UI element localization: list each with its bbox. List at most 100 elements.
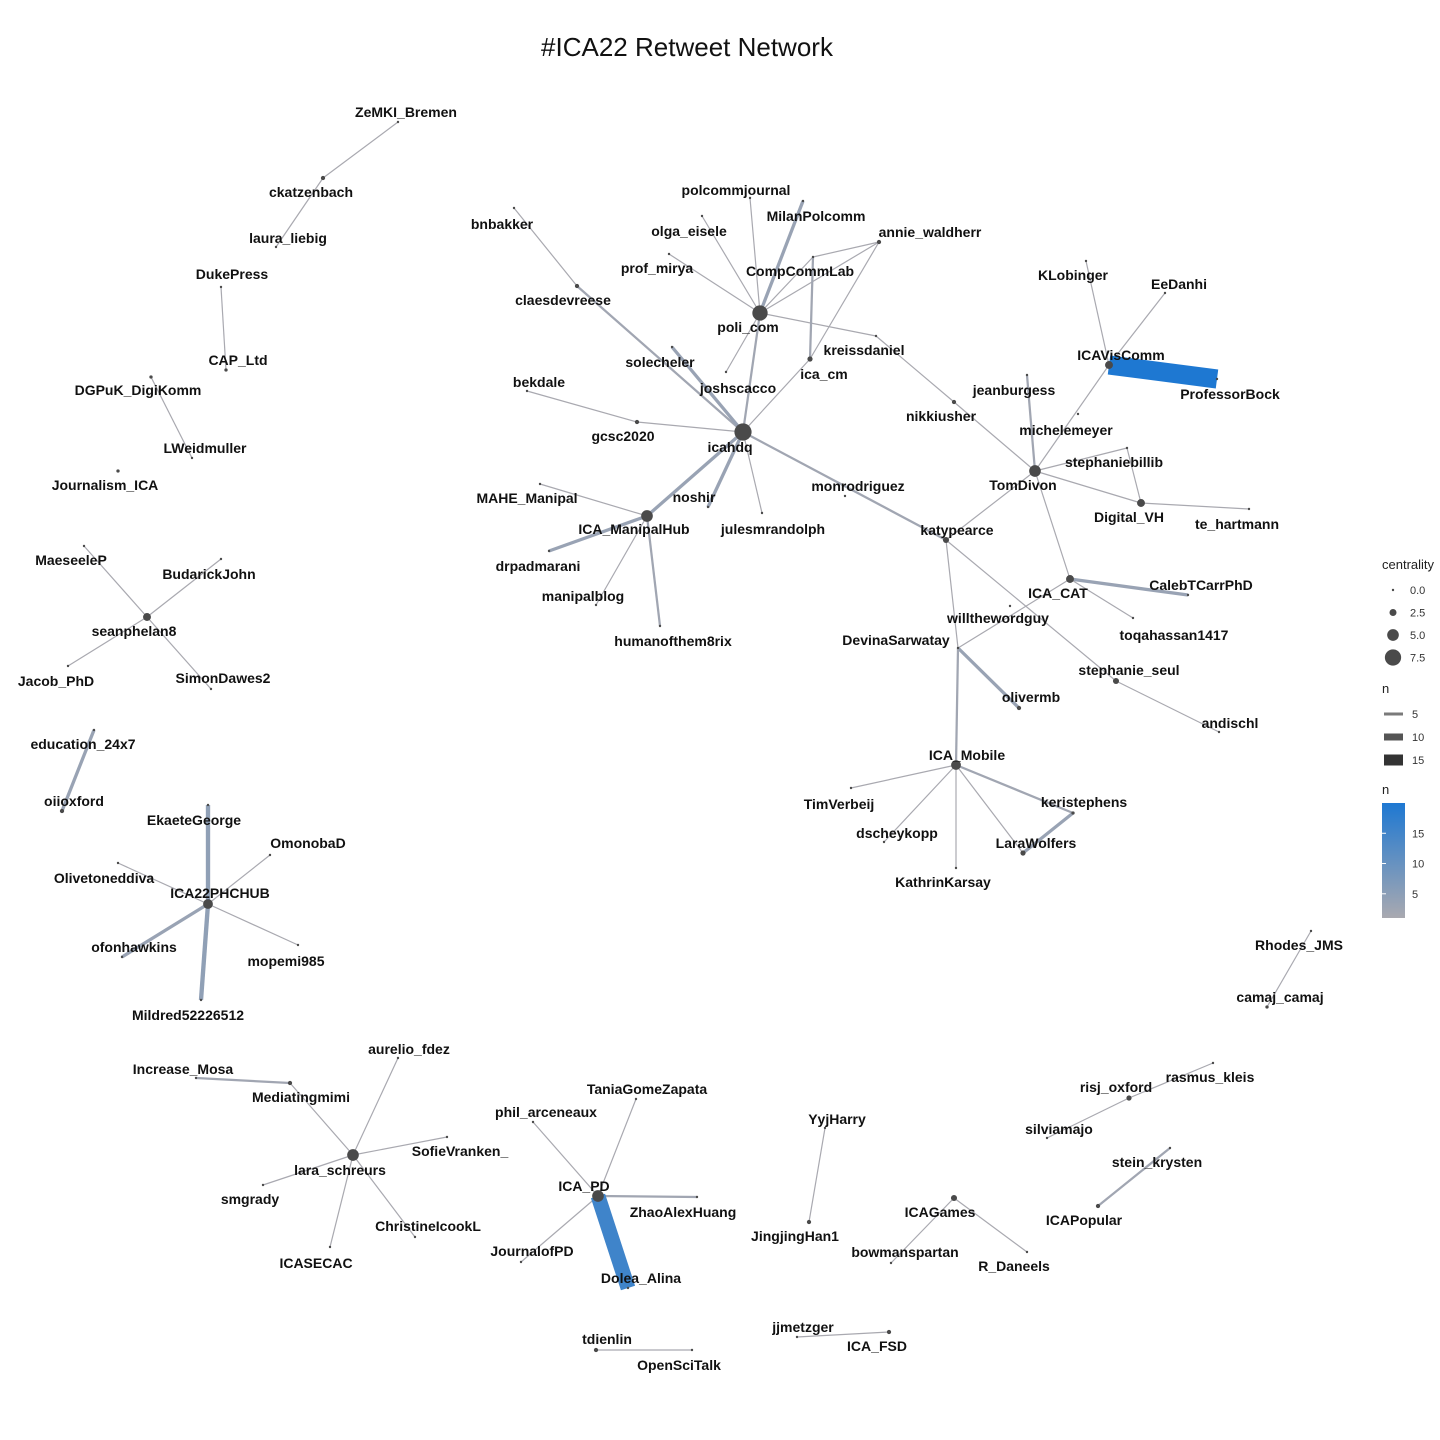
node-icahdq bbox=[734, 423, 752, 441]
node-humanofthem8rix bbox=[658, 624, 662, 628]
edge-ICA_ManipalHub-MAHE_Manipal bbox=[539, 483, 648, 517]
edge-ICA_PD-phil_arceneaux bbox=[532, 1121, 599, 1197]
node-label-ChristineIcookL: ChristineIcookL bbox=[375, 1218, 481, 1234]
node-DGPuK_DigiKomm bbox=[149, 375, 153, 379]
node-Mildred52226512 bbox=[199, 998, 203, 1002]
edge-ICA_PD-ZhaoAlexHuang bbox=[597, 1194, 698, 1199]
node-te_hartmann bbox=[1247, 507, 1251, 511]
node-TaniaGomeZapata bbox=[634, 1097, 638, 1101]
edge-icahdq-noshir bbox=[706, 431, 745, 508]
node-SimonDawes2 bbox=[209, 687, 213, 691]
node-label-tdienlin: tdienlin bbox=[582, 1331, 632, 1347]
node-prof_mirya bbox=[667, 252, 671, 256]
node-joshscacco bbox=[724, 370, 728, 374]
node-label-MaeseeleP: MaeseeleP bbox=[35, 552, 107, 568]
node-jjmetzger bbox=[795, 1335, 799, 1339]
edge-TomDivon-jeanburgess bbox=[1025, 374, 1037, 472]
node-label-kreissdaniel: kreissdaniel bbox=[824, 342, 905, 358]
edge-ICA22PHCHUB-OmonobaD bbox=[207, 854, 271, 905]
legend-n-color-label: 5 bbox=[1412, 889, 1418, 901]
node-MAHE_Manipal bbox=[538, 482, 542, 486]
node-label-Olivetoneddiva: Olivetoneddiva bbox=[54, 870, 155, 886]
edge-katypearce-DevinaSarwatay bbox=[945, 539, 959, 649]
node-label-michelemeyer: michelemeyer bbox=[1019, 422, 1113, 438]
legend-n-color-title: n bbox=[1382, 782, 1389, 797]
node-label-ICAPopular: ICAPopular bbox=[1046, 1212, 1123, 1228]
node-label-oiioxford: oiioxford bbox=[44, 793, 104, 809]
node-label-KLobinger: KLobinger bbox=[1038, 267, 1109, 283]
node-EeDanhi bbox=[1163, 291, 1167, 295]
node-KLobinger bbox=[1084, 259, 1088, 263]
node-education_24x7 bbox=[92, 728, 96, 732]
node-label-OpenSciTalk: OpenSciTalk bbox=[637, 1357, 721, 1373]
edge-ICAVisComm-ProfessorBock bbox=[1107, 355, 1219, 389]
node-bnbakker bbox=[512, 206, 516, 210]
edge-lara_schreurs-ChristineIcookL bbox=[352, 1154, 416, 1238]
node-label-stephaniebillib: stephaniebillib bbox=[1065, 454, 1163, 470]
node-lara_schreurs bbox=[347, 1149, 359, 1161]
node-label-LaraWolfers: LaraWolfers bbox=[996, 835, 1077, 851]
legend-n-width-title: n bbox=[1382, 681, 1389, 696]
node-label-laura_liebig: laura_liebig bbox=[249, 230, 327, 246]
node-label-te_hartmann: te_hartmann bbox=[1195, 516, 1279, 532]
node-label-silviamajo: silviamajo bbox=[1025, 1121, 1093, 1137]
node-label-TaniaGomeZapata: TaniaGomeZapata bbox=[587, 1081, 708, 1097]
node-jeanburgess bbox=[1025, 373, 1029, 377]
edge-icahdq-ica_cm bbox=[742, 358, 811, 433]
edge-lara_schreurs-SofieVranken_ bbox=[352, 1136, 448, 1156]
legend-centrality-label: 2.5 bbox=[1410, 608, 1425, 620]
node-label-LWeidmuller: LWeidmuller bbox=[164, 440, 248, 456]
node-label-toqahassan1417: toqahassan1417 bbox=[1120, 627, 1229, 643]
node-CAP_Ltd bbox=[224, 368, 228, 372]
node-noshir bbox=[706, 505, 710, 509]
node-label-education_24x7: education_24x7 bbox=[30, 736, 135, 752]
legend-n-colorbar bbox=[1382, 803, 1405, 918]
node-stephanie_seul bbox=[1112, 677, 1120, 685]
node-label-joshscacco: joshscacco bbox=[699, 380, 776, 396]
edge-lara_schreurs-ICASECAC bbox=[329, 1154, 354, 1248]
edge-claesdevreese-bnbakker bbox=[513, 207, 578, 287]
edge-lara_schreurs-aurelio_fdez bbox=[352, 1057, 399, 1156]
node-label-ZhaoAlexHuang: ZhaoAlexHuang bbox=[630, 1204, 737, 1220]
node-SofieVranken_ bbox=[445, 1135, 449, 1139]
node-ICASECAC bbox=[328, 1245, 332, 1249]
node-ICAGames bbox=[950, 1194, 958, 1202]
edge-poli_com-joshscacco bbox=[725, 312, 761, 373]
node-label-dscheykopp: dscheykopp bbox=[856, 825, 938, 841]
node-nikkiusher bbox=[951, 399, 957, 405]
node-bekdale bbox=[525, 389, 529, 393]
node-label-EkaeteGeorge: EkaeteGeorge bbox=[147, 812, 241, 828]
edge-ICA22PHCHUB-ofonhawkins bbox=[121, 902, 209, 959]
node-label-bnbakker: bnbakker bbox=[471, 216, 534, 232]
edge-ckatzenbach-laura_liebig bbox=[275, 177, 324, 248]
edge-ICA_ManipalHub-drpadmarani bbox=[548, 514, 648, 553]
node-annie_waldherr bbox=[876, 239, 882, 245]
node-label-icahdq: icahdq bbox=[707, 439, 752, 455]
edge-ckatzenbach-ZeMKI_Bremen bbox=[322, 121, 399, 179]
node-label-smgrady: smgrady bbox=[221, 1191, 280, 1207]
node-TimVerbeij bbox=[849, 786, 853, 790]
node-label-CAP_Ltd: CAP_Ltd bbox=[208, 352, 267, 368]
node-label-seanphelan8: seanphelan8 bbox=[92, 623, 177, 639]
node-dscheykopp bbox=[882, 840, 886, 844]
node-ica_cm bbox=[807, 356, 813, 362]
node-label-DukePress: DukePress bbox=[196, 266, 269, 282]
edge-ICA_PD-JournalofPD bbox=[520, 1195, 599, 1263]
edge-seanphelan8-MaeseeleP bbox=[83, 545, 148, 618]
node-ICA22PHCHUB bbox=[203, 899, 213, 909]
edge-TomDivon-stephaniebillib bbox=[1034, 447, 1128, 472]
node-keristephens bbox=[1071, 811, 1075, 815]
edge-ICA_Mobile-LaraWolfers bbox=[955, 764, 1024, 854]
node-Jacob_PhD bbox=[66, 664, 70, 668]
node-label-jeanburgess: jeanburgess bbox=[972, 382, 1056, 398]
node-label-phil_arceneaux: phil_arceneaux bbox=[495, 1104, 597, 1120]
node-label-ICA_PD: ICA_PD bbox=[558, 1178, 609, 1194]
edge-TomDivon-katypearce bbox=[945, 470, 1036, 541]
edge-icahdq-solecheler bbox=[670, 345, 745, 434]
node-KathrinKarsay bbox=[954, 866, 958, 870]
edge-risj_oxford-silviamajo bbox=[1046, 1097, 1130, 1139]
node-label-Increase_Mosa: Increase_Mosa bbox=[133, 1061, 234, 1077]
